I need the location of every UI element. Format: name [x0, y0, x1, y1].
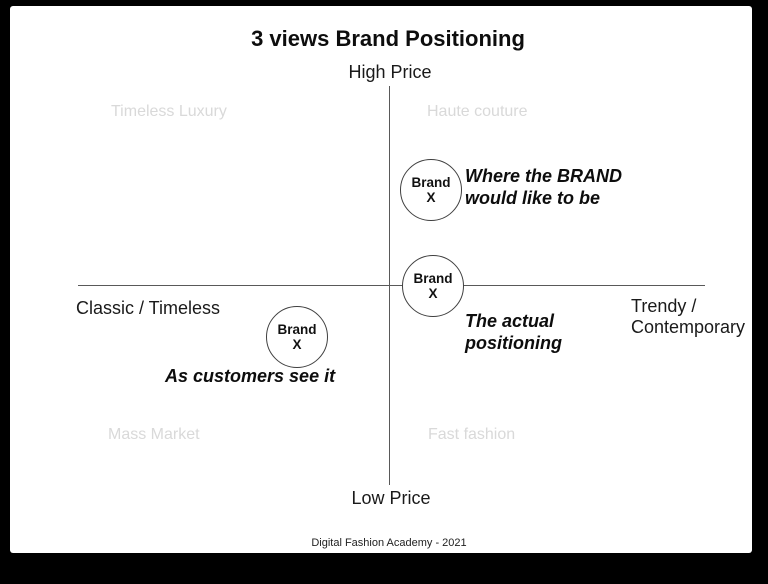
brand-circle-actual-label: Brand X	[413, 271, 453, 301]
brand-circle-desired: Brand X	[400, 159, 462, 221]
brand-circle-customers-label: Brand X	[277, 322, 317, 352]
annotation-customers-view: As customers see it	[165, 366, 336, 386]
axis-label-classic-timeless: Classic / Timeless	[76, 298, 221, 318]
brand-circle-customers: Brand X	[266, 306, 328, 368]
brand-positioning-slide: 3 views Brand Positioning High Price Tim…	[10, 6, 752, 553]
annotation-desired-position: Where the BRAND would like to be	[465, 166, 623, 208]
axis-label-high-price: High Price	[348, 62, 432, 82]
slide-title: 3 views Brand Positioning	[251, 26, 525, 51]
annotation-actual-positioning: The actual positioning	[465, 311, 562, 353]
brand-circle-actual: Brand X	[402, 255, 464, 317]
slide-footer-credit: Digital Fashion Academy - 2021	[311, 537, 467, 549]
quadrant-label-timeless-luxury: Timeless Luxury	[111, 103, 227, 120]
axis-label-low-price: Low Price	[351, 488, 431, 508]
quadrant-label-mass-market: Mass Market	[108, 426, 200, 443]
quadrant-label-haute-couture: Haute couture	[427, 103, 528, 120]
quadrant-label-fast-fashion: Fast fashion	[428, 426, 516, 443]
axis-label-trendy-contemporary: Trendy / Contemporary	[631, 296, 746, 337]
horizontal-axis-line	[78, 285, 705, 286]
brand-circle-desired-label: Brand X	[411, 175, 451, 205]
